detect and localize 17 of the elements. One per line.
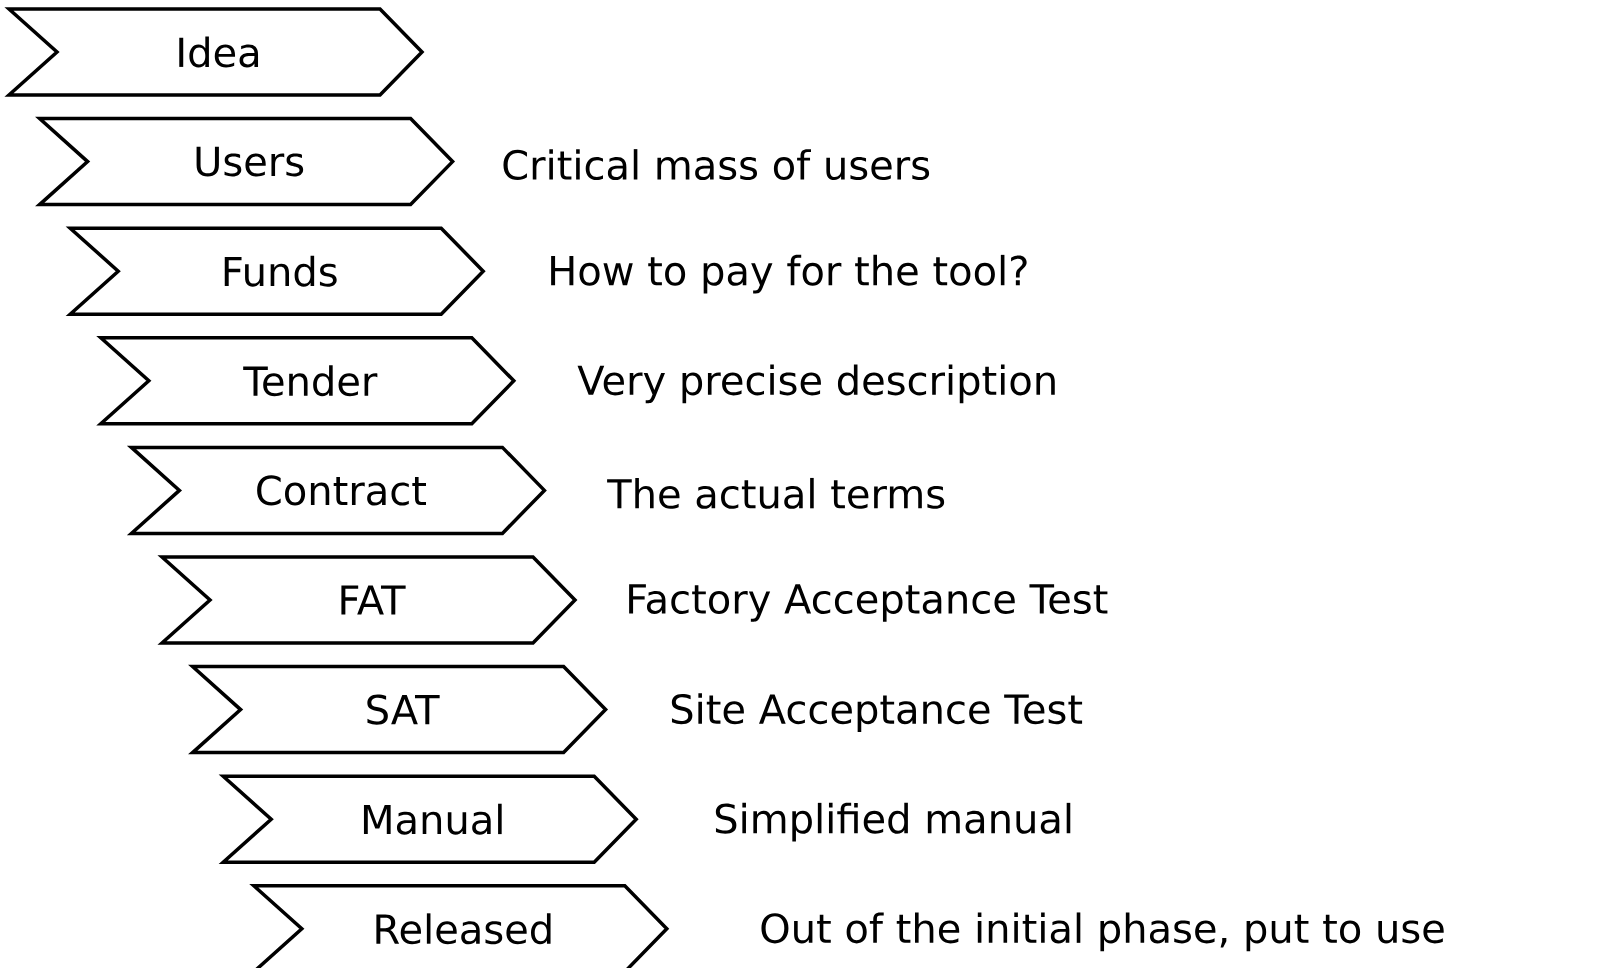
description-text: Out of the initial phase, put to use [761,912,1444,952]
chevron-box: Tender [96,336,517,426]
description-text: Very precise description [577,364,1055,404]
chevron-box: Released [249,884,670,968]
chevron-box: Funds [65,226,486,316]
description-text: Factory Acceptance Test [629,584,1108,622]
description-text: Simplified manual [715,802,1071,842]
chevron-box: Idea [4,7,425,97]
chevron-box: FAT [157,555,578,645]
description-text: Site Acceptance Test [671,693,1083,732]
chevron-box: Users [35,116,456,207]
chevron-box: Manual [218,774,639,864]
chevron-box: SAT [188,664,609,755]
description-text: The actual terms [607,477,945,509]
description-text: How to pay for the tool? [551,254,1027,294]
description-text: Critical mass of users [503,149,930,181]
chevron-box: Contract [126,445,547,536]
